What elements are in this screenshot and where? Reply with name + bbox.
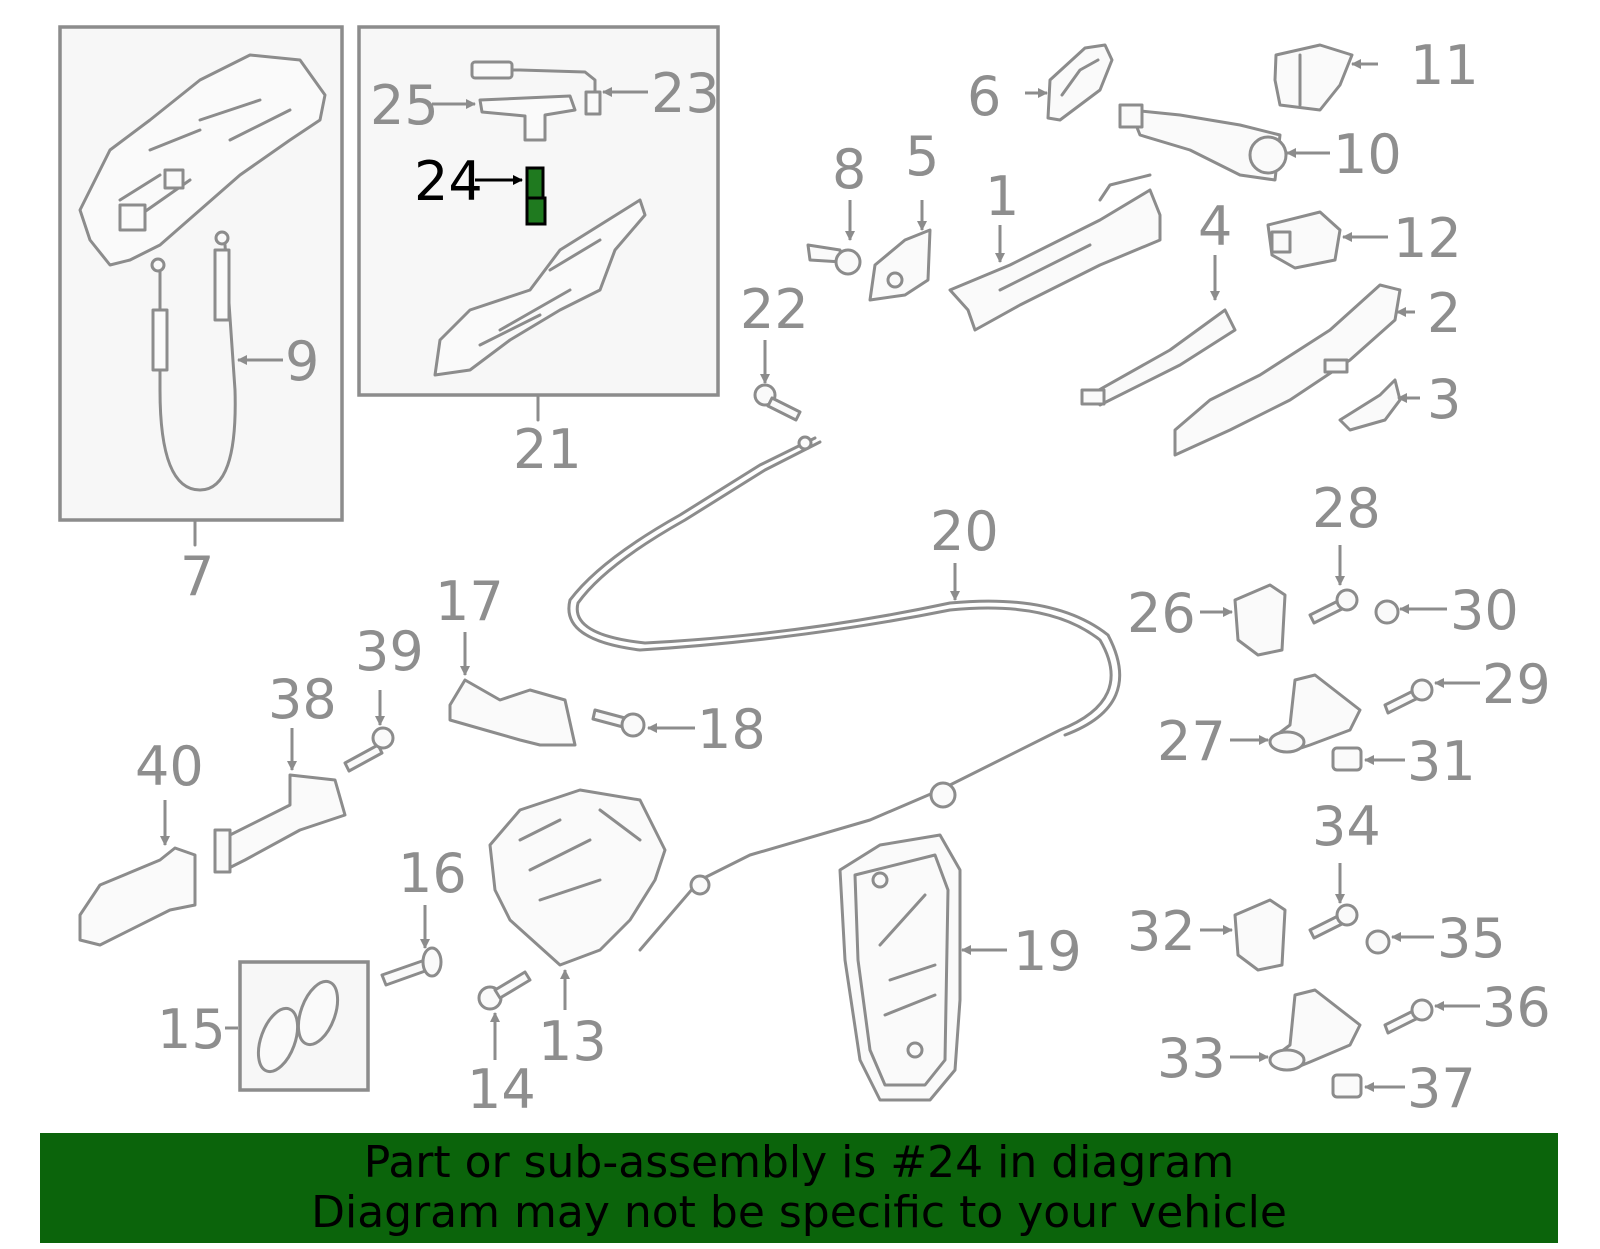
callout-18: 18 <box>697 698 766 761</box>
callout-3: 3 <box>1427 368 1461 431</box>
callout-8: 8 <box>832 138 866 201</box>
part-27-hinge <box>1268 673 1362 754</box>
callout-25: 25 <box>370 74 439 137</box>
part-8-screw <box>806 243 862 276</box>
callout-17: 17 <box>435 570 504 633</box>
callout-39: 39 <box>355 620 424 683</box>
part-29-bolt <box>1383 678 1434 715</box>
callout-5: 5 <box>905 125 939 188</box>
callout-33: 33 <box>1157 1027 1226 1090</box>
part-22-bolt <box>753 383 802 422</box>
part-4-rod <box>1080 308 1237 407</box>
callout-12: 12 <box>1393 207 1462 270</box>
part-40-cover <box>78 846 197 947</box>
callout-21: 21 <box>513 418 582 481</box>
callout-38: 38 <box>268 668 337 731</box>
callout-labels: 1 2 3 4 5 6 7 8 9 10 11 12 13 14 15 16 1… <box>135 34 1551 1121</box>
part-15-pads <box>256 979 340 1074</box>
part-14-screw <box>477 970 532 1011</box>
callout-27: 27 <box>1157 710 1226 773</box>
banner-line-2: Diagram may not be specific to your vehi… <box>311 1187 1287 1238</box>
callout-10: 10 <box>1333 123 1402 186</box>
part-17-bracket <box>448 678 577 747</box>
part-35-nut <box>1365 929 1391 955</box>
leader-lines <box>160 59 1480 1092</box>
callout-19: 19 <box>1013 920 1082 983</box>
callout-2: 2 <box>1427 282 1461 345</box>
part-11-cap <box>1273 43 1354 112</box>
part-26-hinge <box>1233 583 1287 657</box>
info-banner: Part or sub-assembly is #24 in diagram D… <box>40 1133 1558 1243</box>
part-36-bolt <box>1383 998 1434 1035</box>
callout-23: 23 <box>651 62 720 125</box>
callout-34: 34 <box>1312 795 1381 858</box>
part-30-nut <box>1374 599 1400 625</box>
part-28-bolt <box>1308 588 1359 625</box>
part-16-screw <box>380 946 443 987</box>
part-38-check-strap <box>213 773 347 874</box>
callout-6: 6 <box>967 65 1001 128</box>
part-9-cable <box>150 230 237 492</box>
callout-31: 31 <box>1407 730 1476 793</box>
part-31-sleeve <box>1331 746 1363 772</box>
callout-16: 16 <box>398 842 467 905</box>
part-1-handle-frame <box>948 173 1162 332</box>
callout-29: 29 <box>1482 653 1551 716</box>
callout-20: 20 <box>930 500 999 563</box>
callout-4: 4 <box>1198 195 1232 258</box>
part-33-hinge <box>1268 988 1362 1072</box>
part-10-lock-cylinder <box>1118 103 1288 182</box>
callout-37: 37 <box>1407 1057 1476 1120</box>
part-2-outer-handle <box>1173 283 1402 457</box>
part-34-bolt <box>1308 903 1359 940</box>
callout-36: 36 <box>1482 976 1551 1039</box>
callout-13: 13 <box>538 1010 607 1073</box>
callout-32: 32 <box>1127 900 1196 963</box>
callout-28: 28 <box>1312 477 1381 540</box>
callout-22: 22 <box>740 278 809 341</box>
part-20-cable <box>567 435 1122 952</box>
callout-26: 26 <box>1127 582 1196 645</box>
callout-30: 30 <box>1450 579 1519 642</box>
callout-9: 9 <box>285 330 319 393</box>
callout-40: 40 <box>135 735 204 798</box>
part-6-trim <box>1046 43 1114 122</box>
part-32-hinge <box>1233 898 1287 972</box>
part-13-latch <box>488 788 667 967</box>
part-39-bolt <box>343 726 395 773</box>
part-19-panel <box>838 833 962 1102</box>
part-12-switch <box>1266 210 1342 270</box>
callout-11: 11 <box>1410 34 1479 97</box>
part-21-bracket <box>433 198 647 377</box>
callout-35: 35 <box>1437 907 1506 970</box>
callout-7: 7 <box>180 545 214 608</box>
part-37-sleeve <box>1331 1073 1363 1099</box>
part-7-handle-carrier <box>78 53 327 267</box>
callout-1: 1 <box>985 165 1019 228</box>
callout-14: 14 <box>467 1058 536 1121</box>
part-3-clip <box>1338 378 1402 432</box>
part-5-cover <box>868 228 932 302</box>
part-23-sensor-wire <box>470 60 602 116</box>
part-25-connector <box>478 94 577 142</box>
callout-24: 24 <box>414 150 483 213</box>
banner-line-1: Part or sub-assembly is #24 in diagram <box>363 1137 1235 1188</box>
part-18-bolt <box>591 708 646 738</box>
callout-15: 15 <box>157 998 226 1061</box>
part-24-highlighted <box>525 166 547 226</box>
